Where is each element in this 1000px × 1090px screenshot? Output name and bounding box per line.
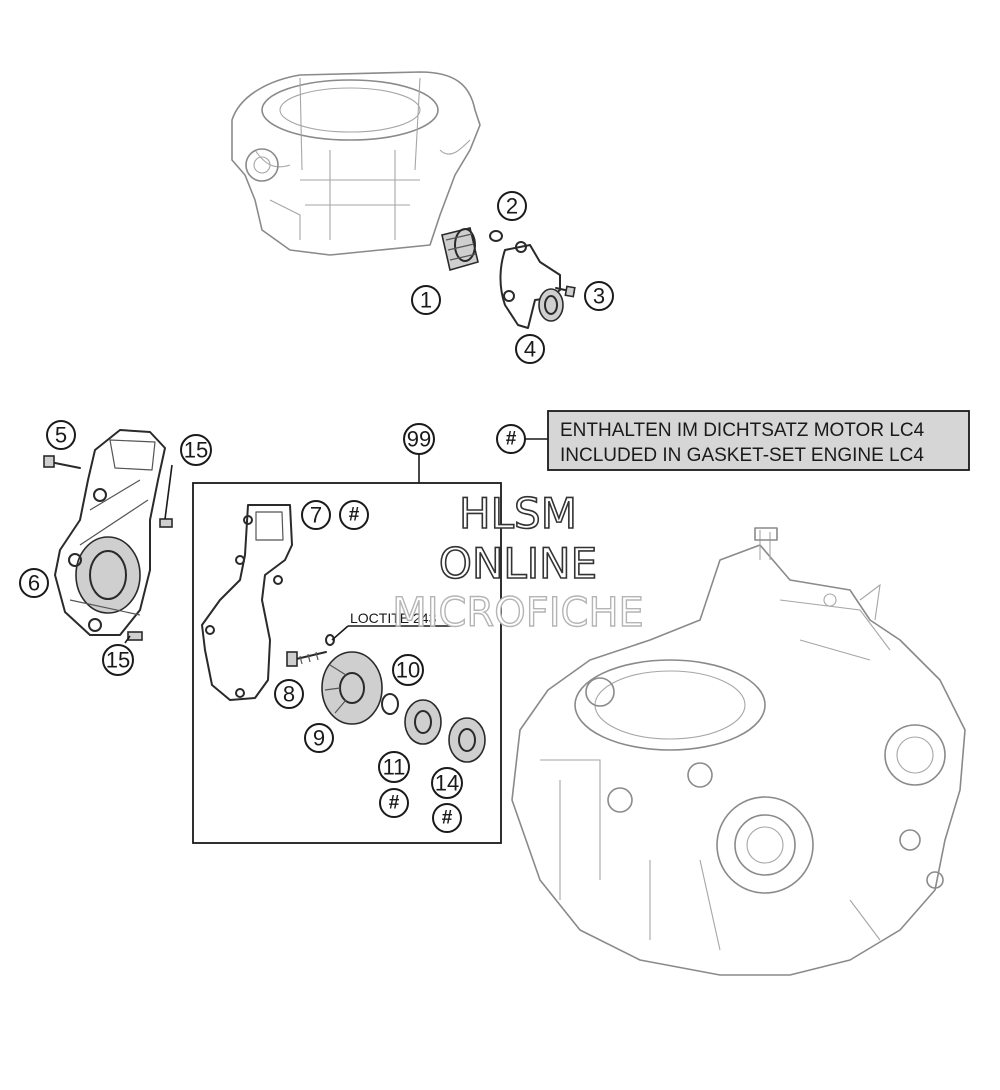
- engine-crankcase-illustration: [511, 527, 966, 976]
- callout-11: 11: [378, 751, 410, 783]
- legend-line-en: INCLUDED IN GASKET-SET ENGINE LC4: [560, 445, 924, 466]
- o-ring-part: [489, 230, 503, 242]
- callout-3-label: 3: [593, 284, 605, 309]
- callout-15-top: 15: [180, 434, 212, 466]
- callout-15-bottom: 15: [102, 644, 134, 676]
- legend-box: [547, 410, 970, 471]
- callout-5-label: 5: [55, 423, 67, 448]
- thermostat-housing-part: [499, 244, 561, 329]
- callout-14: 14: [431, 767, 463, 799]
- callout-1: 1: [411, 285, 441, 315]
- callout-99: 99: [403, 423, 435, 455]
- plug-bottom-part: [127, 631, 143, 641]
- callout-7-label: 7: [310, 503, 322, 528]
- watermark-line-3: MICROFICHE: [392, 590, 644, 636]
- callout-99-label: 99: [407, 427, 431, 452]
- callout-1-label: 1: [420, 288, 432, 313]
- callout-10: 10: [392, 654, 424, 686]
- callout-8: 8: [274, 679, 304, 709]
- hash-14-label: #: [442, 808, 453, 829]
- callout-3: 3: [584, 281, 614, 311]
- watermark-line-2: ONLINE: [439, 539, 597, 588]
- callout-2-label: 2: [506, 194, 518, 219]
- callout-9: 9: [304, 723, 334, 753]
- gasket-set-legend: # ENTHALTEN IM DICHTSATZ MOTOR LC4 INCLU…: [496, 410, 970, 471]
- water-pump-cover: [43, 429, 173, 641]
- callout-15-top-label: 15: [184, 438, 208, 463]
- callout-5: 5: [46, 420, 76, 450]
- callout-6-label: 6: [28, 571, 40, 596]
- legend-symbol-label: #: [506, 429, 517, 450]
- callout-7: 7: [301, 500, 331, 530]
- callout-11-hash: #: [379, 788, 409, 818]
- callout-2: 2: [497, 191, 527, 221]
- hash-7-label: #: [349, 505, 360, 526]
- impeller-part: [321, 651, 383, 725]
- thermostat-assembly: [441, 227, 576, 329]
- ring-part: [381, 693, 399, 715]
- leader-lines: [124, 464, 173, 644]
- callout-14-label: 14: [435, 771, 459, 796]
- callout-4: 4: [515, 334, 545, 364]
- loctite-annotation: LOCTITE 243: [331, 610, 452, 641]
- gasket-part: [201, 504, 293, 701]
- shaft-seal-part: [448, 717, 486, 763]
- repair-kit-frame: [192, 482, 502, 844]
- legend-line-de: ENTHALTEN IM DICHTSATZ MOTOR LC4: [560, 420, 925, 441]
- hash-11-label: #: [389, 793, 400, 814]
- callout-10-label: 10: [396, 658, 420, 683]
- callout-6: 6: [19, 568, 49, 598]
- callout-7-hash: #: [339, 500, 369, 530]
- cylinder-illustration: [231, 71, 481, 256]
- loctite-label: LOCTITE 243: [350, 610, 437, 626]
- plug-top-part: [159, 518, 173, 528]
- callout-14-hash: #: [432, 803, 462, 833]
- watermark-line-1: HLSM: [459, 489, 577, 538]
- watermark: HLSM ONLINE MICROFICHE: [391, 488, 644, 637]
- callout-11-label: 11: [383, 755, 406, 780]
- legend-hash-symbol: #: [496, 424, 526, 454]
- repair-kit-box: [192, 454, 502, 844]
- cover-bolt-part: [49, 461, 81, 469]
- callout-8-label: 8: [283, 682, 295, 707]
- callout-4-label: 4: [524, 337, 536, 362]
- seal-part: [404, 699, 442, 745]
- callout-9-label: 9: [313, 726, 325, 751]
- callout-15-bottom-label: 15: [106, 648, 130, 673]
